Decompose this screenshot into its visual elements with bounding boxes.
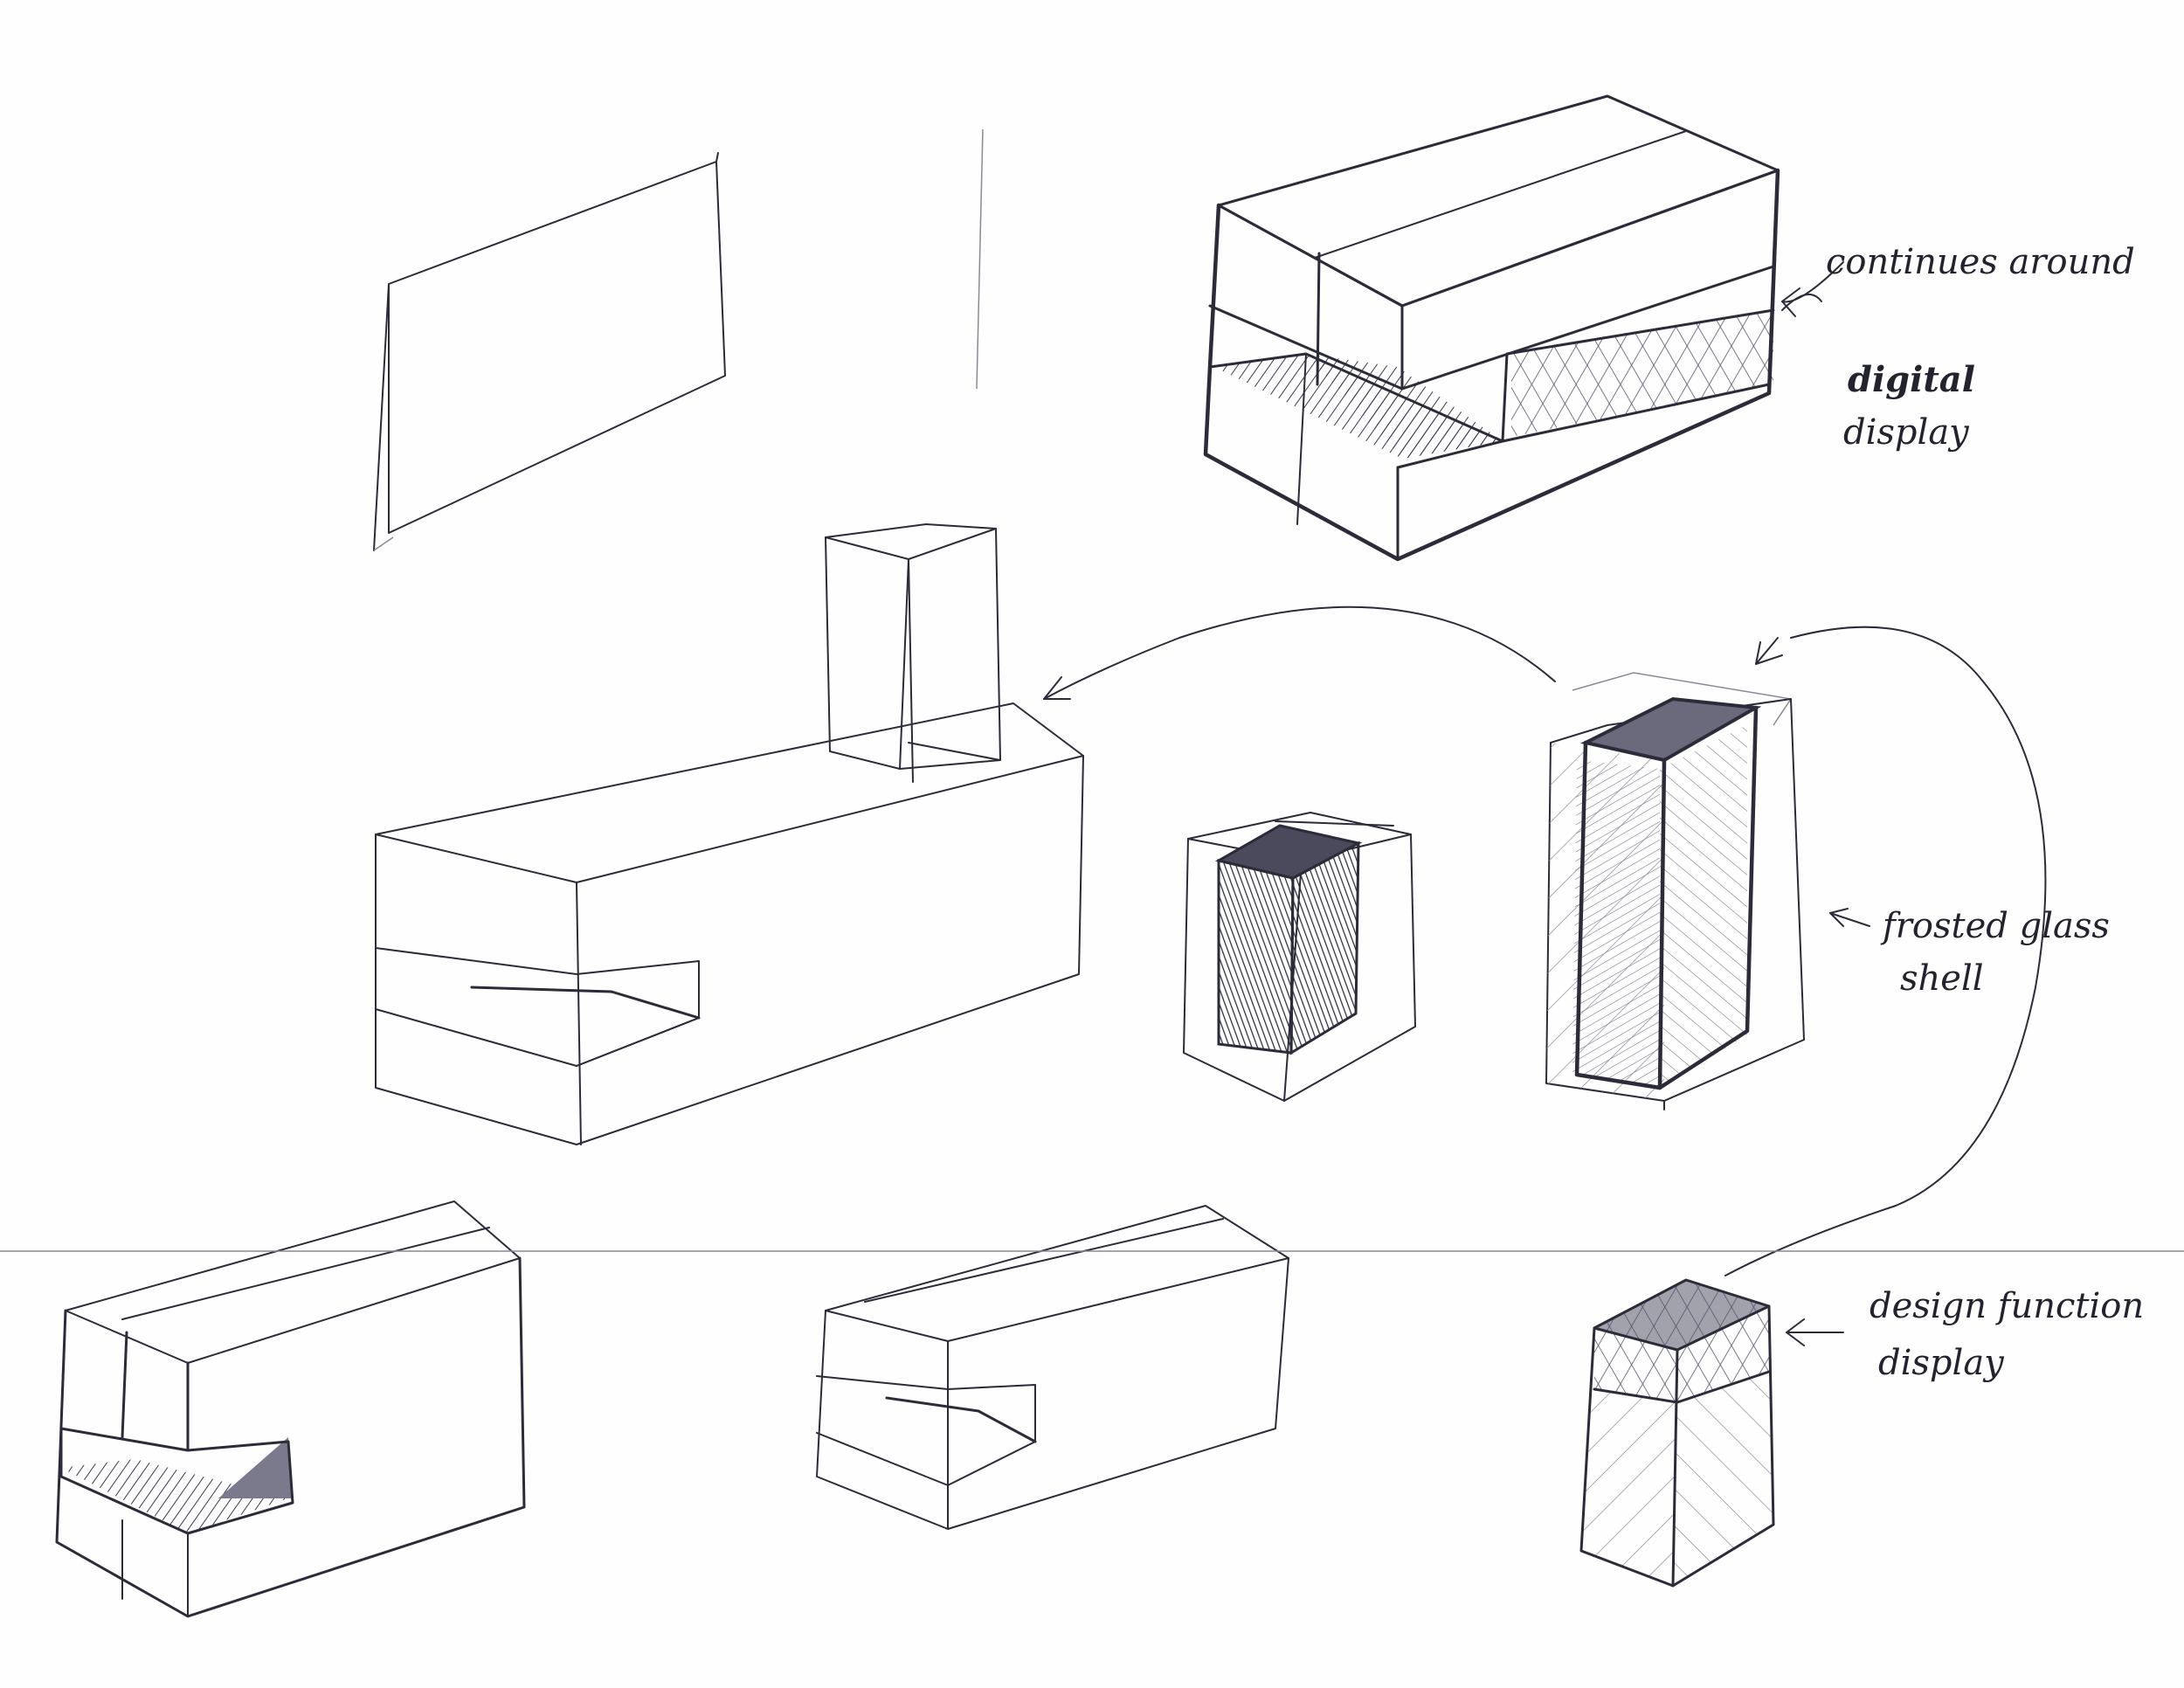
display-box-sketch <box>1203 94 1844 562</box>
continues-around-label: continues around <box>1826 242 2135 282</box>
shell-label: shell <box>1900 958 1984 999</box>
small-dark-box-sketch <box>1183 812 1416 1102</box>
frosted-shell-sketch <box>1545 626 2047 1276</box>
digital-label: digital <box>1848 359 1975 400</box>
panel-sketch <box>373 128 984 551</box>
frosted-arrow <box>1829 908 1870 927</box>
design-display-label: display <box>1878 1343 2004 1383</box>
frosted-glass-label: frosted glass <box>1883 906 2110 946</box>
tower-box-sketch <box>375 523 1556 1145</box>
function-display-sketch <box>1579 1278 1844 1588</box>
design-function-label: design function <box>1870 1286 2145 1326</box>
display-label: display <box>1843 412 1969 453</box>
bottom-middle-box-sketch <box>816 1205 1289 1530</box>
bottom-left-box-sketch <box>55 1200 526 1618</box>
